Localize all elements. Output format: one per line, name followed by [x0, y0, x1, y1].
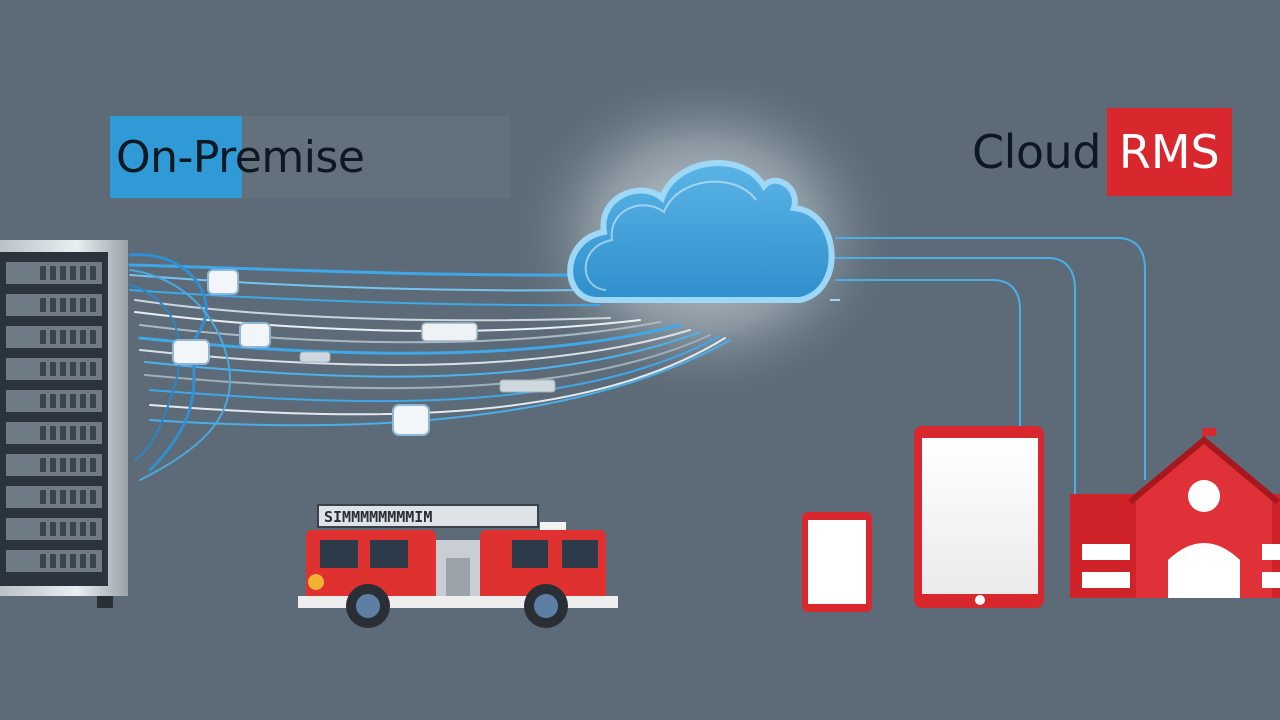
- server-vent: [50, 266, 56, 280]
- server-vent: [80, 522, 86, 536]
- connector-plug: [239, 322, 271, 348]
- server-vent: [60, 362, 66, 376]
- server-slots: [6, 262, 102, 572]
- server-vent: [80, 298, 86, 312]
- server-vent: [60, 554, 66, 568]
- server-vent: [60, 426, 66, 440]
- fire-truck-icon: SIMMMMMMMMIM: [298, 504, 618, 628]
- connector-plug: [421, 322, 478, 342]
- server-vent: [70, 458, 76, 472]
- server-vent: [90, 490, 96, 504]
- server-vent: [80, 330, 86, 344]
- cloud-rms-label: Cloud RMS: [972, 108, 1232, 196]
- server-vent: [90, 330, 96, 344]
- server-vent: [90, 426, 96, 440]
- server-rack-icon: [0, 240, 128, 608]
- server-vent: [70, 554, 76, 568]
- connector-plug: [172, 339, 210, 365]
- server-vent: [80, 554, 86, 568]
- server-vent: [40, 330, 46, 344]
- cloud-icon: [567, 160, 835, 303]
- server-vent: [70, 394, 76, 408]
- server-vent: [70, 298, 76, 312]
- label-highlight: [110, 116, 242, 198]
- server-vent: [50, 458, 56, 472]
- server-vent: [60, 394, 66, 408]
- server-vent: [90, 394, 96, 408]
- school-building-icon: [1070, 428, 1280, 598]
- cable-connectors: [172, 269, 556, 436]
- server-vent: [70, 490, 76, 504]
- server-vent: [60, 458, 66, 472]
- server-vent: [40, 522, 46, 536]
- phone-icon: [802, 512, 872, 612]
- server-vent: [40, 362, 46, 376]
- connector-plug: [499, 379, 556, 393]
- server-vent: [40, 266, 46, 280]
- server-vent: [40, 458, 46, 472]
- on-premise-label: On-Premise: [110, 116, 510, 198]
- server-vent: [70, 426, 76, 440]
- cloud-connection-lines: [830, 237, 1146, 500]
- server-vent: [60, 490, 66, 504]
- server-vent: [70, 522, 76, 536]
- server-vent: [60, 298, 66, 312]
- server-vent: [90, 522, 96, 536]
- server-vent: [60, 522, 66, 536]
- server-vent: [80, 458, 86, 472]
- server-vent: [90, 298, 96, 312]
- server-vent: [50, 394, 56, 408]
- server-vent: [80, 426, 86, 440]
- server-vent: [80, 266, 86, 280]
- server-vent: [60, 266, 66, 280]
- rms-text: RMS: [1106, 108, 1232, 196]
- server-vent: [50, 490, 56, 504]
- server-vent: [40, 490, 46, 504]
- server-vent: [80, 394, 86, 408]
- server-vent: [90, 362, 96, 376]
- server-vent: [50, 554, 56, 568]
- server-vent: [50, 362, 56, 376]
- tablet-icon: [914, 426, 1044, 608]
- server-vent: [40, 394, 46, 408]
- connector-plug: [392, 404, 430, 436]
- server-vent: [90, 266, 96, 280]
- server-vent: [40, 298, 46, 312]
- server-vent: [60, 330, 66, 344]
- server-vent: [70, 330, 76, 344]
- cable-bundle: [128, 253, 731, 481]
- label-shade: [242, 116, 510, 198]
- ladder: [317, 504, 539, 528]
- server-vent: [70, 362, 76, 376]
- server-vent: [50, 330, 56, 344]
- svg-text:SIMMMMMMMMIM: SIMMMMMMMMIM: [324, 508, 432, 526]
- server-vent: [50, 298, 56, 312]
- connector-plug: [299, 351, 331, 363]
- server-vent: [90, 458, 96, 472]
- server-vent: [80, 362, 86, 376]
- on-premise-text: On-Premise: [116, 131, 365, 183]
- connector-plug: [207, 269, 239, 295]
- server-vent: [40, 554, 46, 568]
- server-vent: [80, 490, 86, 504]
- server-vent: [90, 554, 96, 568]
- server-vent: [70, 266, 76, 280]
- cloud-text: Cloud: [972, 125, 1101, 179]
- server-vent: [50, 522, 56, 536]
- server-vent: [50, 426, 56, 440]
- server-vent: [40, 426, 46, 440]
